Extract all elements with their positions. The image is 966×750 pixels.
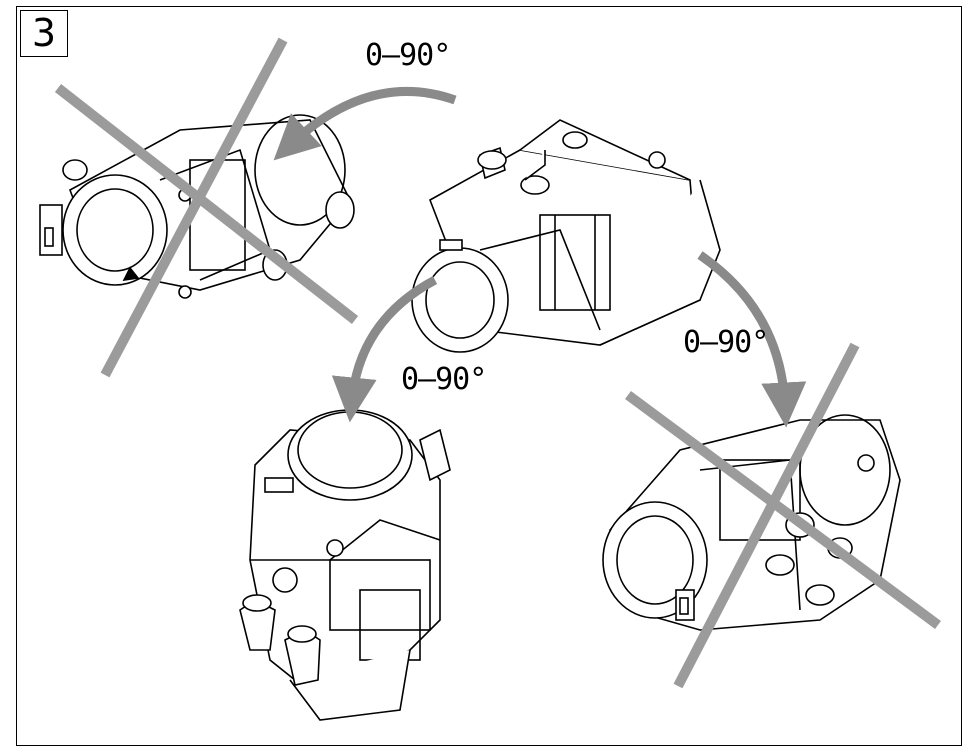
angle-label-right: 0–90° <box>683 325 769 360</box>
diagram-frame <box>16 6 962 746</box>
heater-bottom-right-icon <box>602 414 901 631</box>
heater-center-icon <box>411 119 721 353</box>
cross-out-top-left-icon <box>54 37 359 378</box>
rotation-arrow-mid-icon <box>331 276 438 423</box>
cross-out-bottom-right-icon <box>625 342 941 689</box>
rotation-arrow-top-icon <box>273 86 457 161</box>
heater-bottom-center-icon <box>239 409 451 721</box>
angle-label-middle: 0–90° <box>401 362 487 397</box>
angle-label-top: 0–90° <box>365 38 451 73</box>
rotation-arrow-right-icon <box>697 251 807 428</box>
step-number-badge: 3 <box>20 10 68 57</box>
